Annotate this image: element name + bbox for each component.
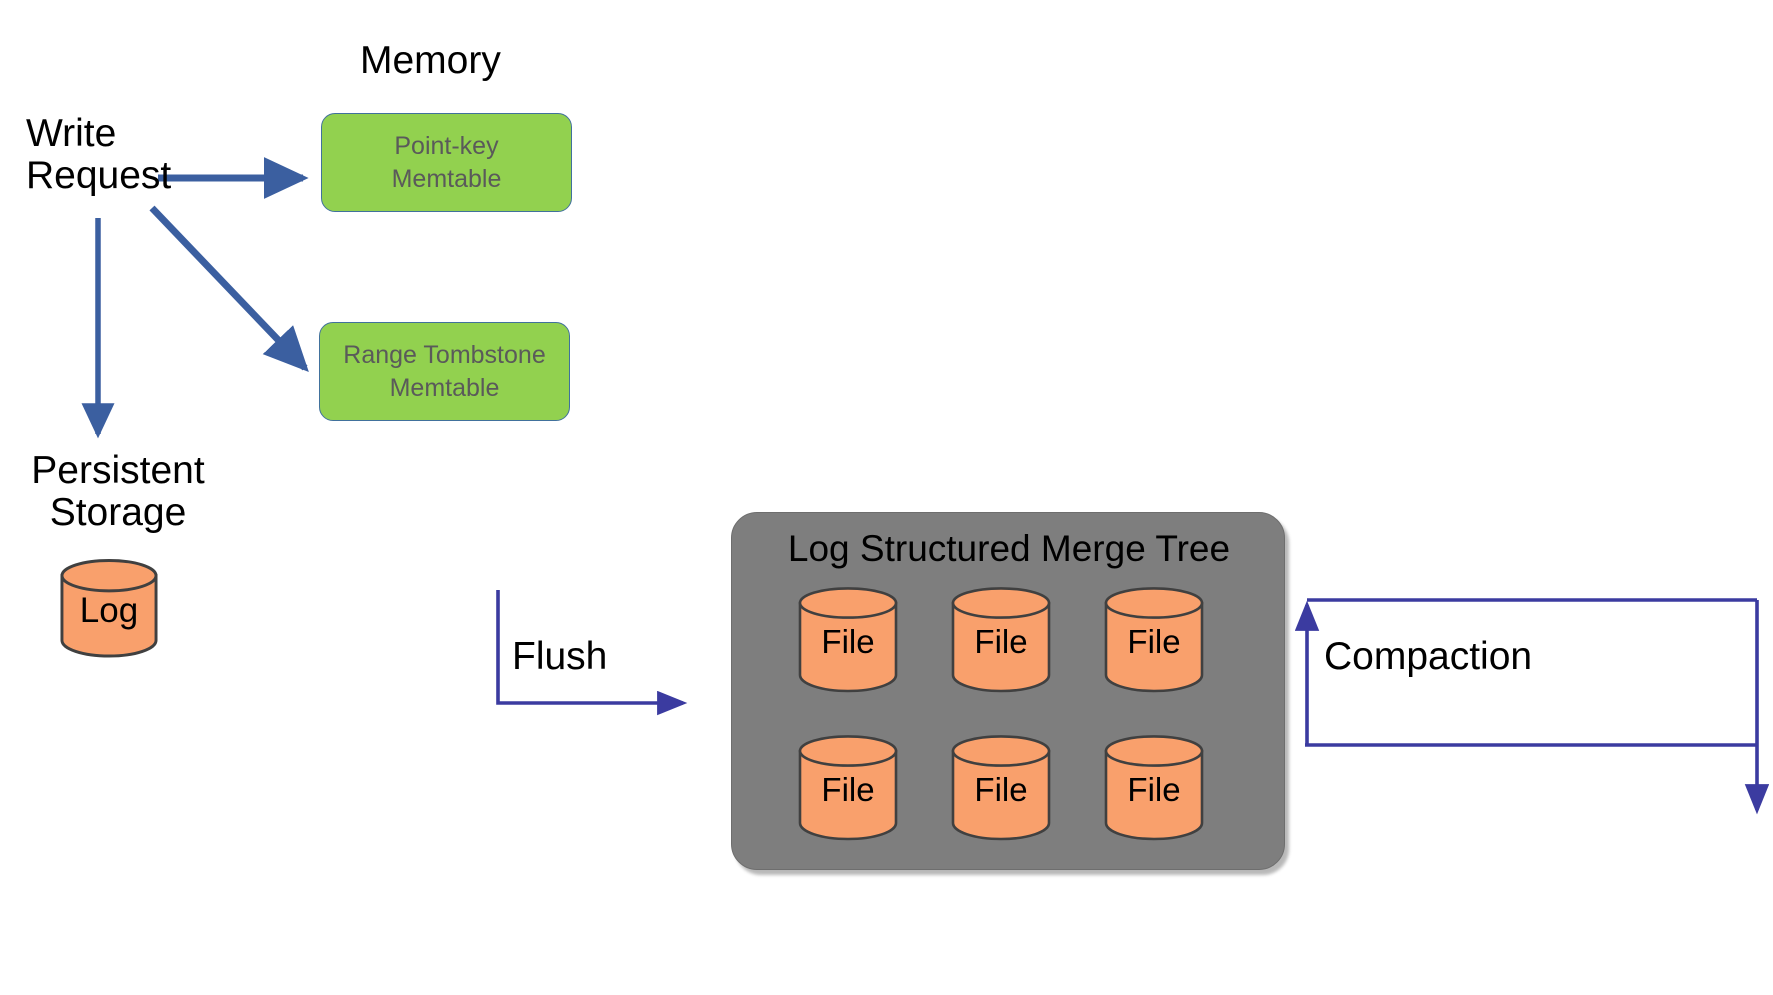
lsm-file-4[interactable]: File bbox=[951, 735, 1051, 841]
cylinder-icon bbox=[798, 587, 898, 693]
lsm-file-1[interactable]: File bbox=[951, 587, 1051, 693]
cylinder-shape: File bbox=[951, 587, 1051, 693]
cylinder-shape: File bbox=[798, 587, 898, 693]
log-cylinder-label: Log bbox=[79, 591, 139, 631]
lsm-file-5[interactable]: File bbox=[1104, 735, 1204, 841]
cylinder-shape: File bbox=[798, 735, 898, 841]
cylinder-icon bbox=[1104, 587, 1204, 693]
compaction-label: Compaction bbox=[1324, 635, 1533, 678]
cylinder-icon bbox=[951, 587, 1051, 693]
lsm-file-2[interactable]: File bbox=[1104, 587, 1204, 693]
lsm-file-grid: File File File bbox=[732, 587, 1286, 867]
cylinder-icon bbox=[60, 559, 158, 658]
cylinder-shape: File bbox=[951, 735, 1051, 841]
cylinder-shape: File bbox=[1104, 587, 1204, 693]
cylinder-shape: File bbox=[1104, 735, 1204, 841]
lsm-file-label: File bbox=[821, 623, 875, 661]
log-cylinder[interactable]: Log bbox=[60, 558, 158, 658]
cylinder-icon bbox=[951, 735, 1051, 841]
cylinder-icon bbox=[1104, 735, 1204, 841]
lsm-file-label: File bbox=[1127, 623, 1181, 661]
cylinder-shape: Log bbox=[60, 558, 158, 658]
lsm-file-label: File bbox=[974, 771, 1028, 809]
cylinder-icon bbox=[798, 735, 898, 841]
lsm-file-3[interactable]: File bbox=[798, 735, 898, 841]
lsm-file-label: File bbox=[821, 771, 875, 809]
lsm-file-label: File bbox=[974, 623, 1028, 661]
memory-label: Memory bbox=[360, 39, 501, 82]
lsm-file-label: File bbox=[1127, 771, 1181, 809]
arrow-write-to-range-tombstone-memtable bbox=[149, 205, 309, 373]
lsm-tree-title: Log Structured Merge Tree bbox=[787, 528, 1231, 569]
lsm-file-0[interactable]: File bbox=[798, 587, 898, 693]
flush-label: Flush bbox=[512, 635, 608, 678]
arrow-compaction-loop bbox=[1294, 598, 1770, 815]
lsm-tree-container[interactable]: Log Structured Merge Tree File bbox=[731, 512, 1285, 870]
